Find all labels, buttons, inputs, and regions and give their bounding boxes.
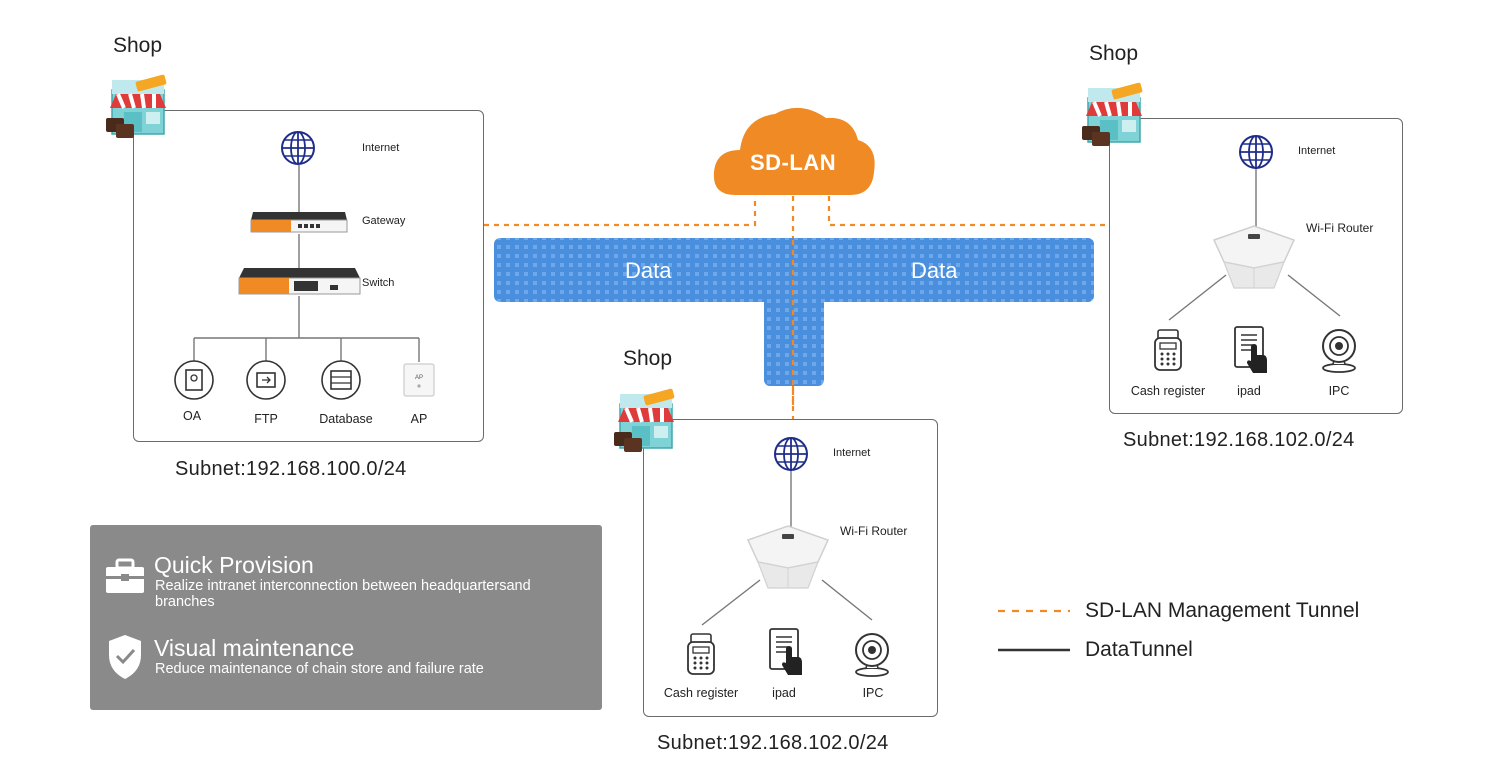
branch-bottom-subnet-label: Subnet:192.168.102.0/24	[657, 732, 889, 754]
branch-right-subnet-label: Subnet:192.168.102.0/24	[1123, 429, 1355, 451]
hq-shop-label: Shop	[113, 34, 163, 57]
branch-right-internet-label: Internet	[1298, 145, 1336, 157]
shield-check-icon	[109, 635, 141, 679]
hq-internet-label: Internet	[362, 142, 400, 154]
legend-management-label: SD-LAN Management Tunnel	[1085, 599, 1360, 622]
legend-data-label: DataTunnel	[1085, 638, 1193, 661]
branch-bottom-router-label: Wi-Fi Router	[840, 524, 908, 538]
feature-2-title: Visual maintenance	[154, 635, 355, 661]
store-icon	[104, 72, 169, 140]
branch-right-router-label: Wi-Fi Router	[1306, 221, 1374, 235]
branch-bottom-device-label-ipc: IPC	[862, 686, 884, 700]
toolbox-icon	[106, 558, 144, 593]
hq-gateway-label: Gateway	[362, 215, 406, 227]
branch-right-device-label-ipc: IPC	[1328, 384, 1350, 398]
branch-right-device-label-ipad: ipad	[1237, 384, 1261, 398]
hq-device-label-oa: OA	[182, 409, 202, 423]
sd-lan-cloud	[713, 107, 875, 195]
features-box: Quick Provision Realize intranet interco…	[90, 525, 602, 710]
data-pipe-left-label: Data	[625, 258, 672, 283]
store-icon	[612, 386, 677, 454]
feature-2-description: Reduce maintenance of chain store and fa…	[155, 661, 484, 677]
feature-1-title: Quick Provision	[154, 552, 314, 578]
features-icons	[106, 558, 144, 679]
branch-bottom-device-label-cash-register: Cash register	[663, 686, 739, 700]
branch-right-shop-label: Shop	[1089, 42, 1139, 65]
branch-right-device-label-cash-register: Cash register	[1130, 384, 1206, 398]
feature-1-description: Realize intranet interconnection between…	[155, 578, 531, 610]
hq-device-label-ftp: FTP	[254, 412, 278, 426]
branch-bottom-shop-label: Shop	[623, 347, 673, 370]
hq-device-label-ap: AP	[410, 412, 428, 426]
hq-subnet-label: Subnet:192.168.100.0/24	[175, 458, 407, 480]
hq-switch-label: Switch	[362, 277, 395, 289]
store-icon	[1080, 80, 1145, 148]
data-pipe-right-label: Data	[911, 258, 958, 283]
svg-text:AP: AP	[415, 375, 423, 381]
branch-bottom-device-label-ipad: ipad	[772, 686, 796, 700]
hq-device-label-database: Database	[319, 412, 373, 426]
branch-bottom-internet-label: Internet	[833, 447, 871, 459]
sd-lan-cloud-label: SD-LAN	[750, 150, 837, 175]
